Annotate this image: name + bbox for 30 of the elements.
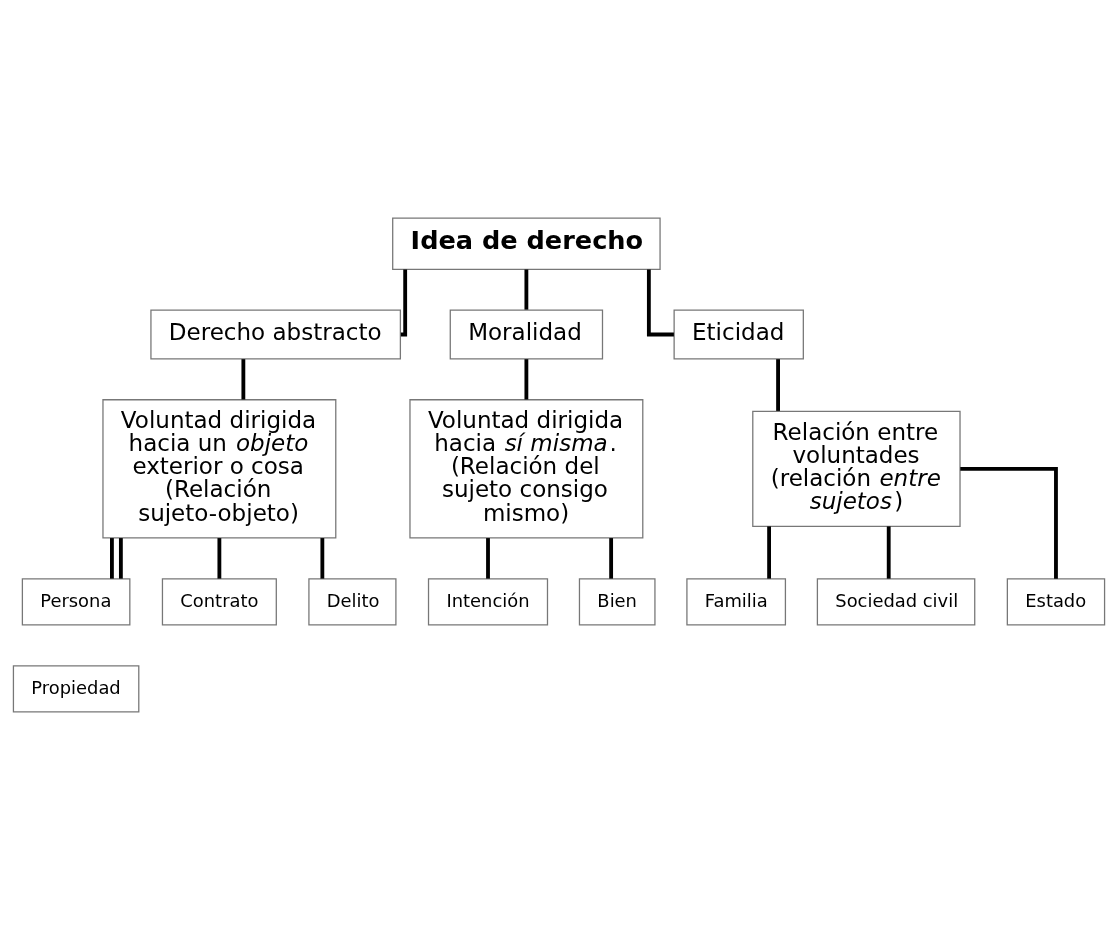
node-box: Contrato (161, 578, 277, 626)
node-box: Moralidad (449, 309, 604, 360)
connector (241, 359, 246, 400)
node-box: Bien (578, 578, 656, 626)
connector (960, 466, 1058, 579)
connector (524, 269, 529, 310)
connector (217, 538, 222, 579)
connector (886, 526, 891, 579)
node-box: Estado (1006, 578, 1106, 626)
node-box: Relación entre voluntades (relación entre sujetos) (752, 410, 961, 528)
connector (118, 538, 123, 579)
connector (320, 538, 325, 579)
node-box: Intención (427, 578, 549, 626)
connector (646, 269, 674, 337)
node-box: Persona (21, 578, 131, 626)
connector (524, 359, 529, 400)
node-box: Eticidad (673, 309, 804, 360)
node-box: Sociedad civil (816, 578, 976, 626)
node-box: Derecho abstracto (150, 309, 401, 360)
node-box: Familia (686, 578, 787, 626)
connector (486, 538, 490, 579)
connector (609, 538, 614, 579)
node-box: Voluntad dirigida hacia un objeto exterior o cosa (Relación sujeto-objeto) (102, 399, 337, 539)
node-box: Idea de derecho (392, 217, 661, 270)
connector (776, 359, 780, 411)
node-box: Voluntad dirigida hacia sí misma. (Relación del sujeto consigo mismo) (409, 399, 644, 539)
connector (110, 538, 114, 579)
connector (767, 526, 772, 579)
node-box: Propiedad (12, 665, 140, 713)
node-box: Delito (308, 578, 397, 626)
